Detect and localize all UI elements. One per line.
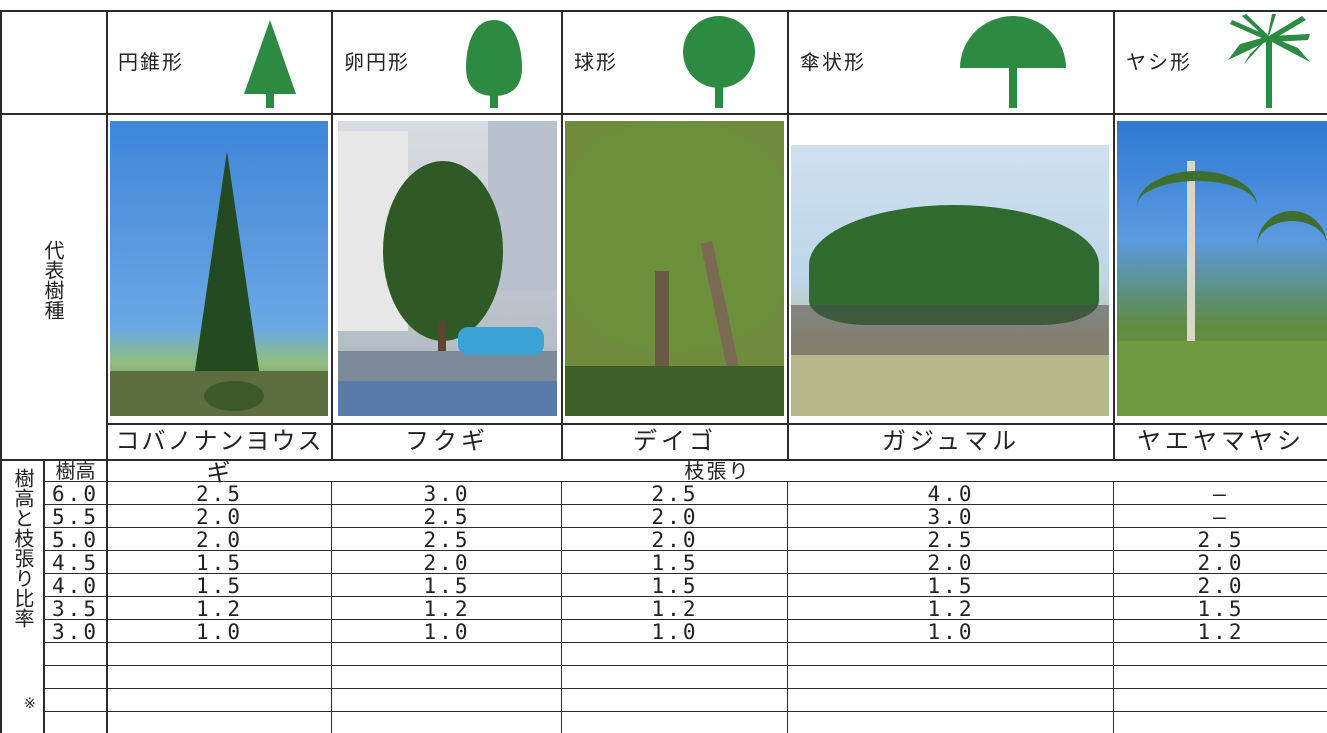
spread-cell: — <box>1213 482 1229 506</box>
spread-cell: 2.0 <box>651 528 699 552</box>
height-cell: 5.5 <box>52 505 99 529</box>
grid-line <box>43 550 1327 551</box>
spread-cell: 2.5 <box>651 482 699 506</box>
spread-cell: 2.0 <box>423 551 471 575</box>
height-spread-ratio-label: 樹高と枝張り比率 <box>11 468 35 632</box>
grid-line <box>43 596 1327 597</box>
height-cell: 5.0 <box>52 528 99 552</box>
round-tree-icon <box>683 16 755 108</box>
spread-cell: 2.0 <box>651 505 699 529</box>
spread-cell: 2.0 <box>196 505 243 529</box>
photo-fukugi <box>338 121 557 416</box>
spread-cell: 4.0 <box>927 482 975 506</box>
spread-cell: 1.0 <box>927 620 975 644</box>
photo-yaeyamayashi <box>1117 121 1327 416</box>
photo-kobanonanyousugi <box>110 121 328 416</box>
umbrella-tree-icon <box>960 16 1066 108</box>
height-header: 樹高 <box>55 459 96 483</box>
grid-line <box>43 573 1327 574</box>
grid-line <box>106 10 108 733</box>
spread-cell: 1.2 <box>423 597 471 621</box>
representative-species-label: 代表樹種 <box>41 240 65 324</box>
spread-cell: 2.0 <box>927 551 975 575</box>
grid-line <box>1113 481 1114 733</box>
species-name: デイゴ <box>633 427 717 455</box>
photo-gajumaru <box>791 145 1109 416</box>
height-cell: 4.5 <box>52 551 99 575</box>
spread-cell: 1.5 <box>423 574 471 598</box>
grid-line <box>43 504 1327 505</box>
spread-cell: 2.5 <box>1197 528 1245 552</box>
grid-line <box>1113 10 1115 459</box>
ratio-note-mark: ※ <box>24 696 36 712</box>
grid-line <box>331 10 333 459</box>
spread-cell: 1.5 <box>196 574 243 598</box>
spread-cell: 2.0 <box>1197 551 1245 575</box>
grid-line <box>0 459 1327 461</box>
spread-cell: — <box>1213 505 1229 529</box>
spread-cell: 1.2 <box>1197 620 1245 644</box>
species-name: コバノナンヨウスギ <box>115 427 324 487</box>
spread-cell: 1.0 <box>651 620 699 644</box>
spread-cell: 1.5 <box>651 551 699 575</box>
grid-line <box>43 688 1327 689</box>
height-cell: 4.0 <box>52 574 99 598</box>
grid-line <box>43 481 1327 482</box>
spread-cell: 1.5 <box>196 551 243 575</box>
spread-cell: 1.0 <box>196 620 243 644</box>
shape-label-palm: ヤシ形 <box>1126 50 1192 74</box>
palm-tree-icon <box>1228 14 1310 108</box>
grid-line <box>561 10 563 459</box>
spread-cell: 2.5 <box>196 482 243 506</box>
spread-cell: 1.5 <box>651 574 699 598</box>
grid-line <box>331 481 332 733</box>
representative-species-text: 代表樹種 <box>41 240 65 320</box>
grid-line <box>106 423 1327 425</box>
grid-line <box>43 711 1327 712</box>
spread-cell: 1.2 <box>196 597 243 621</box>
height-cell: 3.5 <box>52 597 99 621</box>
height-cell: 3.0 <box>52 620 99 644</box>
grid-line <box>0 10 1327 12</box>
grid-line <box>43 619 1327 620</box>
spread-cell: 1.2 <box>651 597 699 621</box>
spread-cell: 2.0 <box>1197 574 1245 598</box>
height-spread-ratio-text: 樹高と枝張り比率 <box>11 468 35 628</box>
shape-label-umbrella: 傘状形 <box>800 50 866 74</box>
grid-line <box>0 10 2 733</box>
spread-cell: 1.5 <box>1197 597 1245 621</box>
grid-line <box>43 642 1327 643</box>
spread-cell: 1.2 <box>927 597 975 621</box>
spread-header: 枝張り <box>684 459 751 483</box>
shape-label-conical: 円錐形 <box>118 50 184 74</box>
spread-cell: 3.0 <box>927 505 975 529</box>
grid-line <box>43 459 45 733</box>
spread-cell: 1.0 <box>423 620 471 644</box>
spread-cell: 2.5 <box>423 505 471 529</box>
spread-cell: 2.5 <box>927 528 975 552</box>
species-name: ヤエヤマヤシ <box>1137 427 1305 455</box>
spread-cell: 1.5 <box>927 574 975 598</box>
spread-cell: 2.0 <box>196 528 243 552</box>
grid-line <box>787 10 789 459</box>
photo-deigo <box>565 121 784 416</box>
grid-line <box>43 527 1327 528</box>
grid-line <box>43 665 1327 666</box>
height-cell: 6.0 <box>52 482 99 506</box>
species-name: フクギ <box>405 427 489 455</box>
spread-cell: 3.0 <box>423 482 471 506</box>
grid-line <box>561 481 562 733</box>
oval-tree-icon <box>466 20 522 108</box>
species-name: ガジュマル <box>881 427 1021 455</box>
grid-line <box>787 481 788 733</box>
shape-label-oval: 卵円形 <box>344 50 410 74</box>
spread-cell: 2.5 <box>423 528 471 552</box>
conical-tree-icon <box>244 20 296 108</box>
shape-label-round: 球形 <box>574 50 618 74</box>
grid-line <box>0 113 1327 115</box>
